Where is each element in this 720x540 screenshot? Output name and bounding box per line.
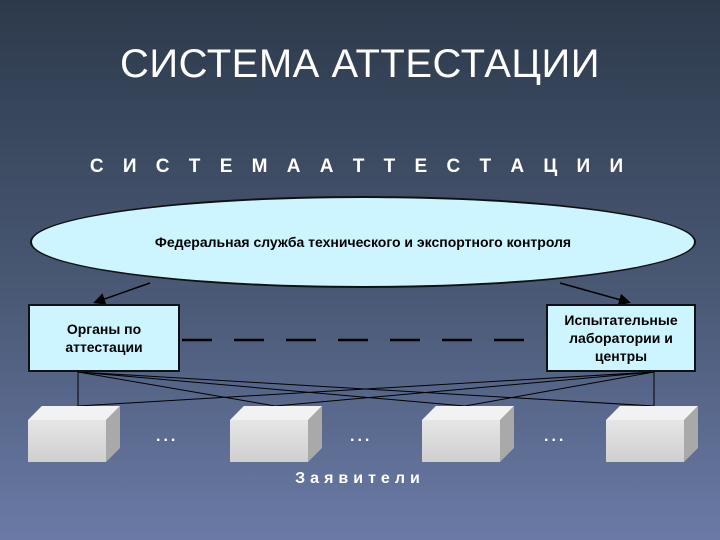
ellipsis-3: ... (544, 428, 567, 445)
ellipsis-1: ... (156, 428, 179, 445)
arrow-to-left-node (93, 282, 151, 305)
node-federal-service: Федеральная служба технического и экспор… (30, 196, 696, 288)
applicant-block (230, 406, 322, 462)
applicant-block (606, 406, 698, 462)
applicant-block (422, 406, 514, 462)
arrow-to-right-node (559, 282, 631, 306)
applicant-block (28, 406, 120, 462)
node-federal-service-label: Федеральная служба технического и экспор… (154, 234, 572, 250)
diagram-title: С И С Т Е М А А Т Т Е С Т А Ц И И (89, 156, 631, 177)
node-certification-bodies: Органы по аттестации (28, 304, 180, 372)
applicants-label: Заявители (295, 470, 425, 487)
slide-title: СИСТЕМА АТТЕСТАЦИИ (120, 42, 600, 86)
node-testing-labs: Испытательные лаборатории и центры (546, 304, 696, 372)
ellipsis-2: ... (350, 428, 373, 445)
